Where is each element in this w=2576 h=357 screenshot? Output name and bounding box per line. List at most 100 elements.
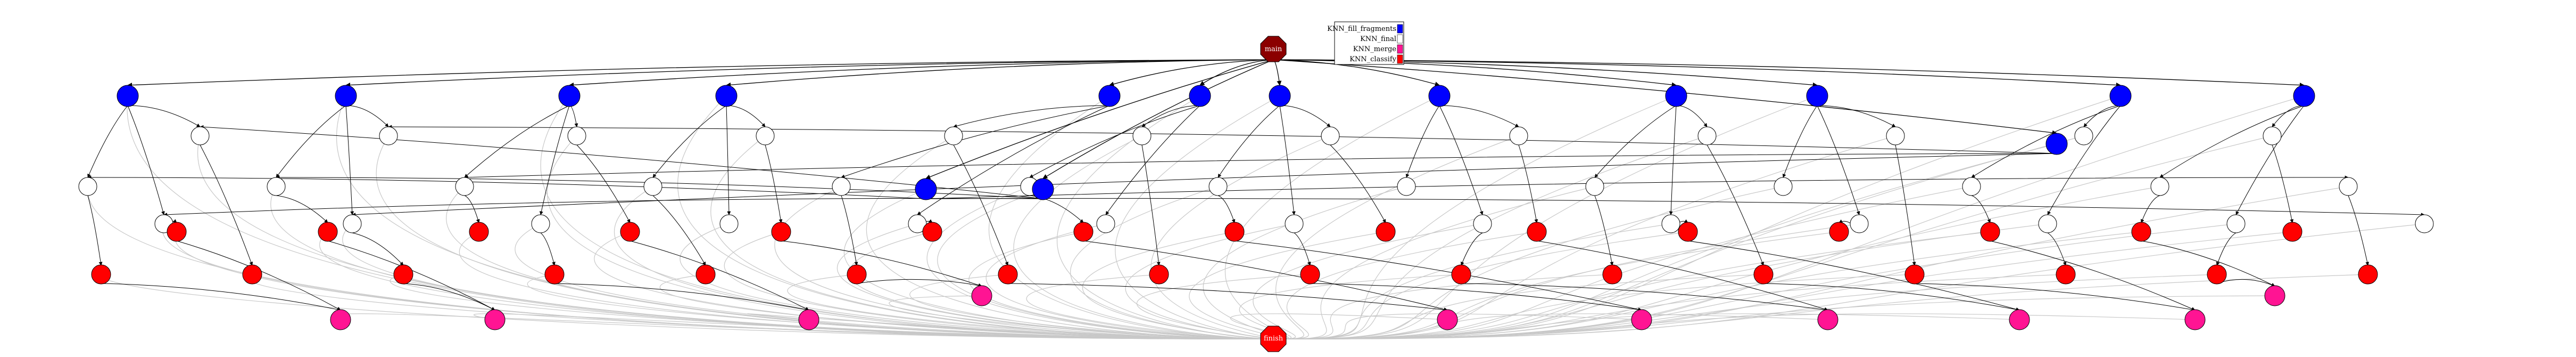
classify-node — [167, 222, 187, 242]
final-node — [531, 214, 550, 233]
final-node — [343, 214, 362, 233]
graph-edge — [726, 105, 731, 215]
legend: KNN_fill_fragments KNN_final KNN_merge K… — [1327, 21, 1404, 65]
graph-edge — [2083, 105, 2121, 127]
graph-edge — [2047, 105, 2121, 215]
final-node — [1397, 177, 1416, 196]
graph-edge — [1273, 186, 1784, 339]
merge-node — [1437, 309, 1458, 330]
graph-edge — [917, 105, 1110, 215]
final-node — [719, 214, 739, 233]
graph-edge — [345, 105, 354, 215]
graph-edge — [1594, 105, 1677, 178]
graph-edge — [1273, 231, 2293, 339]
final-node — [455, 177, 474, 196]
merge-node — [2184, 309, 2206, 330]
graph-edge — [276, 195, 328, 223]
classify-node — [544, 264, 565, 285]
merge-node — [1817, 309, 1838, 330]
graph-edge — [1083, 240, 1448, 311]
graph-edge — [1007, 283, 1448, 312]
merge-node — [484, 309, 506, 330]
graph-edge — [1763, 283, 2020, 312]
graph-edge — [1273, 135, 1896, 339]
final-node — [1774, 177, 1793, 196]
graph-edge — [2235, 105, 2305, 215]
graph-edge — [2272, 144, 2294, 223]
graph-edge — [1273, 135, 2084, 339]
final-node — [2038, 214, 2057, 233]
classify-node — [1678, 222, 1698, 242]
merge-node — [2009, 309, 2030, 330]
graph-edge — [843, 189, 1274, 339]
legend-label: KNN_fill_fragments — [1327, 25, 1396, 33]
edge-layer-to-finish — [87, 95, 2425, 339]
final-node — [2415, 214, 2434, 233]
final-node — [2074, 126, 2093, 145]
legend-entry: KNN_final — [1360, 34, 1403, 44]
fill-fragments-node — [1806, 85, 1828, 107]
graph-edge — [1199, 59, 1274, 86]
graph-edge — [1141, 144, 1161, 266]
legend-swatch — [1397, 54, 1403, 64]
graph-edge — [1224, 95, 1440, 339]
classify-node — [1602, 264, 1622, 285]
final-node — [1697, 126, 1717, 145]
graph-edge — [1234, 240, 1642, 312]
legend-swatch — [1397, 44, 1403, 54]
graph-edge — [163, 198, 1043, 217]
final-node — [944, 126, 963, 145]
graph-edge — [1971, 105, 2121, 178]
fill-fragments-node — [915, 178, 937, 200]
classify-node — [1376, 222, 1396, 242]
graph-edge — [1273, 59, 1282, 86]
graph-edge — [1676, 105, 1708, 127]
source-node: main — [1260, 36, 1287, 62]
graph-edge — [569, 59, 1274, 87]
node-layer — [78, 85, 2434, 330]
graph-edge — [953, 105, 1110, 128]
graph-edge — [1707, 144, 1764, 266]
classify-node — [318, 222, 338, 242]
graph-edge — [539, 105, 570, 215]
legend-label: KNN_classify — [1349, 55, 1396, 63]
legend-entry: KNN_fill_fragments — [1327, 24, 1403, 34]
graph-edge — [540, 95, 1274, 339]
graph-edge — [101, 283, 341, 312]
graph-edge — [1141, 105, 1200, 127]
classify-node — [1829, 222, 1849, 242]
graph-edge — [1273, 274, 1613, 339]
fill-fragments-node — [1269, 85, 1291, 107]
classify-node — [998, 264, 1018, 285]
graph-edge — [710, 135, 1274, 339]
graph-edge — [1971, 195, 1991, 223]
graph-edge — [1279, 105, 1296, 215]
graph-edge — [464, 105, 570, 178]
graph-edge — [1217, 195, 1236, 223]
fill-fragments-node — [1032, 178, 1054, 200]
graph-edge — [403, 283, 495, 311]
graph-edge — [127, 105, 165, 215]
legend-entry: KNN_classify — [1349, 54, 1403, 64]
graph-edge — [569, 105, 578, 127]
final-node — [832, 177, 851, 196]
graph-edge — [1273, 95, 2121, 339]
graph-edge — [1273, 231, 2142, 339]
graph-edge — [2140, 195, 2160, 223]
graph-edge — [1594, 195, 1614, 266]
fill-fragments-node — [1189, 85, 1211, 107]
fill-fragments-node — [2045, 133, 2068, 155]
graph-edge — [1782, 105, 1818, 178]
graph-edge — [765, 144, 783, 223]
fill-fragments-node — [558, 85, 581, 107]
final-node — [908, 214, 927, 233]
fill-fragments-node — [117, 85, 139, 107]
graph-edge — [87, 195, 103, 266]
final-node — [1208, 177, 1228, 196]
legend-label: KNN_merge — [1353, 45, 1397, 53]
graph-edge — [1273, 143, 2057, 339]
graph-edge — [464, 195, 480, 223]
graph-edge — [1687, 240, 2020, 311]
graph-edge — [87, 105, 128, 178]
